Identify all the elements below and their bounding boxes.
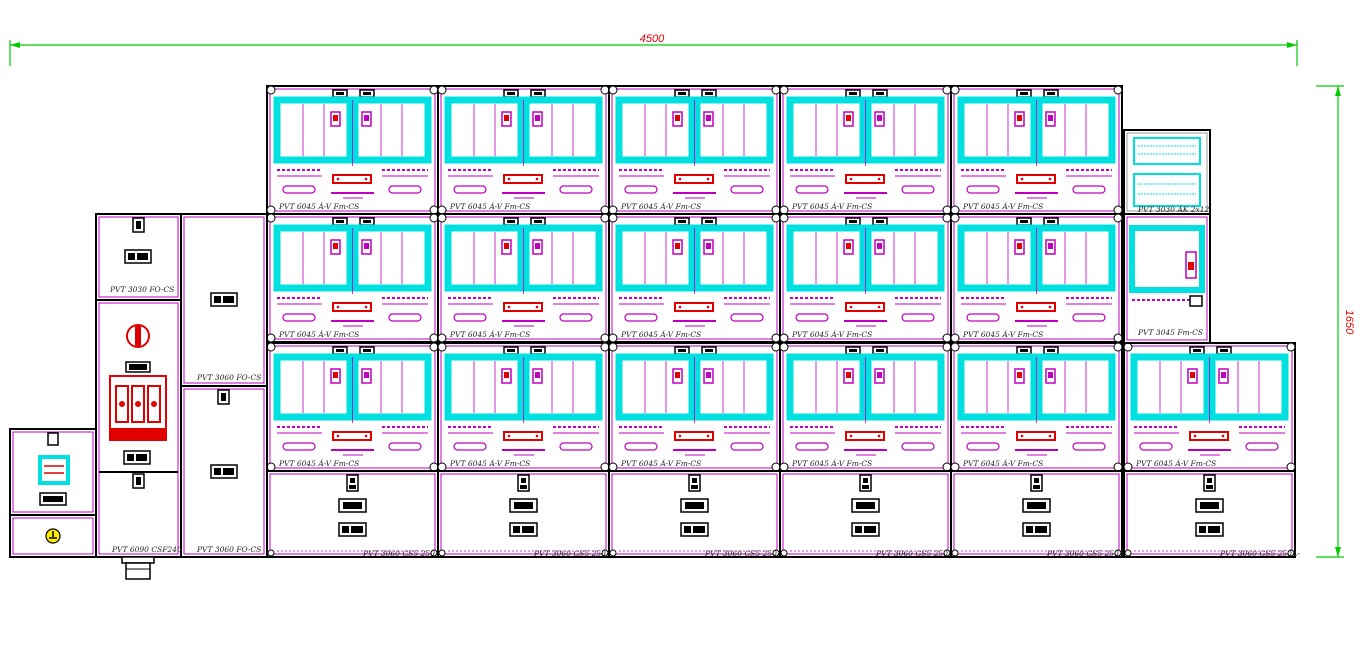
row-third: PVT 6045 Á-V Fm-CS PVT 6045 Á-V Fm-CS PV… xyxy=(267,343,1295,471)
cabinet-label: PVT 6045 Á-V Fm-CS xyxy=(620,459,701,468)
cabinet-label: PVT 6045 Á-V Fm-CS xyxy=(278,459,359,468)
cabinet-label: PVT 6045 Á-V Fm-CS xyxy=(278,330,359,339)
cabinet-far-left-lower xyxy=(9,514,97,558)
cabinet-meter-r1c1: PVT 6045 Á-V Fm-CS xyxy=(267,86,438,214)
cabinet-meter-r1c2: PVT 6045 Á-V Fm-CS xyxy=(438,86,609,214)
cabinet-fo-tall-upper: PVT 3060 FO-CS xyxy=(180,213,268,387)
cabinet-gs5-c1: PVT 3060 GS5 250A- xyxy=(266,470,443,558)
cabinet-label: PVT 6090 CSF240 xyxy=(111,545,182,554)
cabinet-gs5-c4: PVT 3060 GS5 250A- xyxy=(779,470,956,558)
cabinet-label: PVT 3045 Fm-CS xyxy=(1137,328,1203,337)
cabinet-label: PVT 6045 Á-V Fm-CS xyxy=(962,459,1043,468)
cabinet-3045-fm: PVT 3045 Fm-CS xyxy=(1123,213,1211,344)
row-top: PVT 6045 Á-V Fm-CS PVT 6045 Á-V Fm-CS PV… xyxy=(267,86,1122,214)
cabinet-label: PVT 3060 GS5 250A- xyxy=(1219,549,1300,558)
cabinet-label: PVT 3060 GS5 250A- xyxy=(704,549,785,558)
cabinet-label: PVT 3060 FO-CS xyxy=(196,545,261,554)
cabinet-label: PVT 6045 Á-V Fm-CS xyxy=(1135,459,1216,468)
cabinet-meter-r1c5: PVT 6045 Á-V Fm-CS xyxy=(951,86,1122,214)
cabinet-label: PVT 3060 FO-CS xyxy=(196,373,261,382)
width-dimension-label: 4500 xyxy=(640,33,665,45)
cabinet-gs5-c5: PVT 3060 GS5 250A- xyxy=(950,470,1127,558)
height-dimension-label: 1650 xyxy=(1343,310,1355,335)
cabinet-label: PVT 6045 Á-V Fm-CS xyxy=(791,202,872,211)
cabinet-meter-r3c3: PVT 6045 Á-V Fm-CS xyxy=(609,343,780,471)
cabinet-label: PVT 6045 Á-V Fm-CS xyxy=(449,202,530,211)
cabinet-far-left-upper xyxy=(9,428,97,516)
cabinet-meter-r1c4: PVT 6045 Á-V Fm-CS xyxy=(780,86,951,214)
cabinet-gs5-c3: PVT 3060 GS5 250A- xyxy=(608,470,785,558)
cabinet-label: PVT 6045 Á-V Fm-CS xyxy=(791,330,872,339)
cabinet-meter-r3c2: PVT 6045 Á-V Fm-CS xyxy=(438,343,609,471)
cabinet-meter-r3c4: PVT 6045 Á-V Fm-CS xyxy=(780,343,951,471)
cabinet-csf240: PVT 6090 CSF240 xyxy=(95,299,182,558)
cabinet-label: PVT 6045 Á-V Fm-CS xyxy=(791,459,872,468)
fuse-switch-icon xyxy=(109,375,167,441)
cabinet-label: PVT 6045 Á-V Fm-CS xyxy=(278,202,359,211)
cabinet-fo-tall-lower: PVT 3060 FO-CS xyxy=(180,385,268,558)
cabinet-label: PVT 6045 Á-V Fm-CS xyxy=(962,330,1043,339)
cabinet-meter-r3c1: PVT 6045 Á-V Fm-CS xyxy=(267,343,438,471)
cabinet-label: PVT 6045 Á-V Fm-CS xyxy=(620,330,701,339)
cabinet-meter-r2c5: PVT 6045 Á-V Fm-CS xyxy=(951,214,1122,342)
cabinet-meter-r2c4: PVT 6045 Á-V Fm-CS xyxy=(780,214,951,342)
row-bottom: PVT 3060 GS5 250A- PVT 3060 GS5 250A- PV… xyxy=(266,470,1300,558)
cabinet-meter-r3c6: PVT 6045 Á-V Fm-CS xyxy=(1124,343,1295,471)
cabinet-label: PVT 6045 Á-V Fm-CS xyxy=(449,459,530,468)
cabinet-label: PVT 3060 GS5 250A- xyxy=(533,549,614,558)
row-middle: PVT 6045 Á-V Fm-CS PVT 6045 Á-V Fm-CS PV… xyxy=(267,214,1122,342)
cabinet-fo-small: PVT 3030 FO-CS xyxy=(95,213,182,301)
cable-gland xyxy=(121,556,155,580)
cabinet-meter-r2c3: PVT 6045 Á-V Fm-CS xyxy=(609,214,780,342)
cabinet-meter-r1c3: PVT 6045 Á-V Fm-CS xyxy=(609,86,780,214)
cabinet-ak-2x12: PVT 3030 ÁK 2x12 xyxy=(1123,129,1211,215)
cabinet-label: PVT 3060 GS5 250A- xyxy=(362,549,443,558)
cabinet-label: PVT 3060 GS5 250A- xyxy=(1046,549,1127,558)
cabinet-label: PVT 3030 FO-CS xyxy=(109,285,174,294)
cabinet-meter-r2c1: PVT 6045 Á-V Fm-CS xyxy=(267,214,438,342)
cabinet-meter-r2c2: PVT 6045 Á-V Fm-CS xyxy=(438,214,609,342)
cabinet-label: PVT 6045 Á-V Fm-CS xyxy=(449,330,530,339)
cabinet-label: PVT 3030 ÁK 2x12 xyxy=(1137,205,1209,214)
cabinet-gs5-c6: PVT 3060 GS5 250A- xyxy=(1123,470,1300,558)
width-dimension: 4500 xyxy=(9,33,1298,66)
cabinet-meter-r3c5: PVT 6045 Á-V Fm-CS xyxy=(951,343,1122,471)
cabinet-label: PVT 3060 GS5 250A- xyxy=(875,549,956,558)
cabinet-gs5-c2: PVT 3060 GS5 250A- xyxy=(437,470,614,558)
cabinet-label: PVT 6045 Á-V Fm-CS xyxy=(962,202,1043,211)
cabinet-label: PVT 6045 Á-V Fm-CS xyxy=(620,202,701,211)
height-dimension: 1650 xyxy=(1316,85,1355,558)
